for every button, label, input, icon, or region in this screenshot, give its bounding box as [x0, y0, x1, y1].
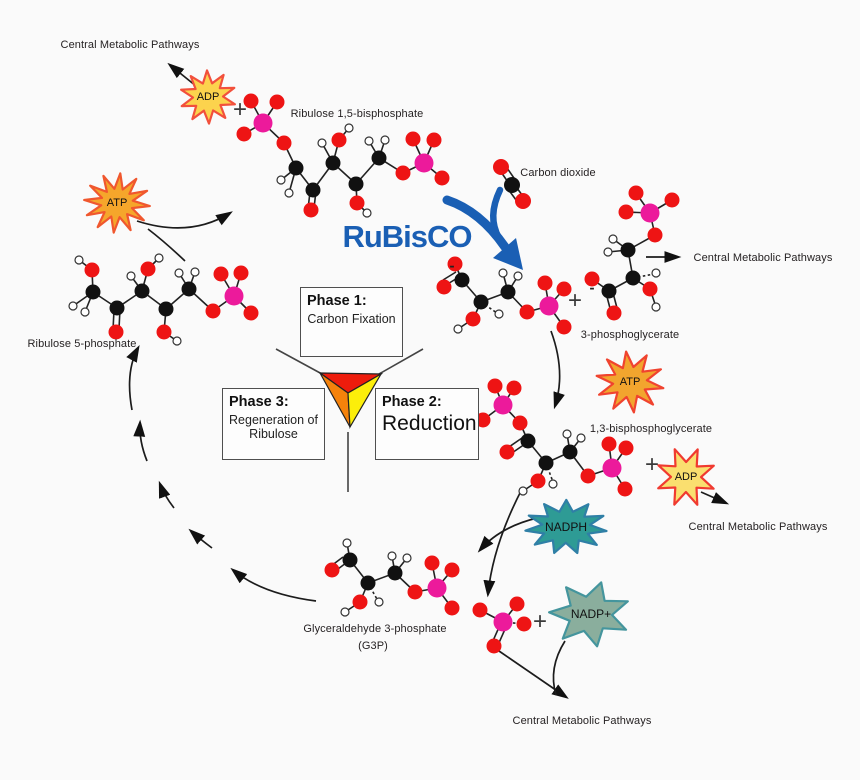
phase1-subtitle: Carbon Fixation [307, 312, 396, 326]
minus-charge-right: - [589, 279, 595, 297]
molecule-ribulose-5-phosphate [68, 253, 259, 346]
arrow-adp-to-cmp-topleft [167, 62, 197, 87]
funnel [275, 348, 424, 492]
nadph-starburst [524, 498, 608, 555]
phase2-subtitle: Reduction [382, 412, 477, 435]
label-central-metabolic-pathways-topleft: Central Metabolic Pathways [60, 39, 200, 51]
adp-top-starburst [180, 69, 236, 125]
phase3-box: Phase 3: Regeneration of Ribulose [222, 388, 325, 460]
minus-charge-left: - [449, 257, 455, 275]
label-g3p-line2: (G3P) [358, 640, 388, 652]
phase2-box: Phase 2: Reduction [375, 388, 479, 460]
atp-left-starburst [83, 172, 151, 234]
arrow-r5p-to-atp-tail [147, 228, 186, 262]
arrow-cycle-arc-4 [133, 419, 148, 462]
arrow-cycle-arc-2 [188, 528, 213, 549]
phase3-subtitle-line2: Ribulose [249, 427, 298, 441]
arrow-cycle-arc-3 [158, 480, 175, 509]
molecule-3-phosphoglycerate-right [584, 185, 680, 321]
adp-top-label: ADP [196, 91, 220, 103]
molecule-glyceraldehyde-3-phosphate [324, 538, 460, 617]
arrow-3pg-to-bpg [550, 330, 565, 410]
arrow-up-to-r5p [126, 345, 140, 411]
molecule-3-phosphoglycerate-left [436, 256, 572, 335]
molecule-13-bisphosphoglycerate [475, 378, 634, 497]
plus-sign-bpg-adp: + [644, 451, 660, 478]
molecule-ribulose-15-bisphosphate [236, 93, 450, 218]
rubisco-arrow [442, 186, 523, 270]
arrow-bpg-to-phosphate [483, 488, 523, 598]
funnel-face-yellow [347, 372, 383, 430]
adp-right-label: ADP [674, 471, 698, 483]
label-central-metabolic-pathways-bottom: Central Metabolic Pathways [512, 715, 652, 727]
label-13-bisphosphoglycerate: 1,3-bisphosphoglycerate [589, 423, 713, 435]
label-central-metabolic-pathways-right: Central Metabolic Pathways [693, 252, 833, 264]
plus-sign-3pg-pair: + [567, 287, 583, 314]
arrow-atp-to-rubp [136, 211, 233, 229]
arrow-adp-to-cmp-mid [700, 491, 730, 505]
phase1-title: Phase 1: [307, 293, 367, 309]
label-ribulose-15-bisphosphate: Ribulose 1,5-bisphosphate [290, 108, 424, 120]
plus-sign-pi-nadp: + [532, 608, 548, 635]
curve-nadp-to-cmp-bottom [552, 640, 566, 696]
phase1-box: Phase 1: Carbon Fixation [300, 287, 403, 357]
label-rubisco-enzyme: RuBisCO [342, 219, 472, 254]
phase3-subtitle-line1: Regeneration of [229, 413, 318, 427]
label-carbon-dioxide: Carbon dioxide [520, 167, 596, 179]
phase2-title: Phase 2: [382, 394, 442, 410]
nadp-plus-starburst [547, 581, 629, 648]
plus-sign-adp-rubp: + [232, 96, 248, 123]
atp-right-label: ATP [619, 376, 641, 388]
arrow-nadph-to-g3p [477, 517, 538, 553]
atp-left-label: ATP [106, 197, 128, 209]
nadph-label: NADPH [544, 520, 588, 534]
label-g3p-line1: Glyceraldehyde 3-phosphate [303, 623, 447, 635]
atp-right-starburst [595, 350, 665, 414]
label-ribulose-5-phosphate: Ribulose 5-phosphate [27, 338, 137, 350]
molecule-carbon-dioxide [493, 159, 531, 209]
molecule-inorganic-phosphate [472, 596, 532, 654]
label-3-phosphoglycerate: 3-phosphoglycerate [580, 329, 680, 341]
label-central-metabolic-pathways-mid: Central Metabolic Pathways [688, 521, 828, 533]
adp-right-starburst [657, 448, 715, 506]
phase3-title: Phase 3: [229, 394, 289, 410]
arrow-cycle-arc-1 [230, 567, 317, 602]
nadp-plus-label: NADP+ [570, 607, 612, 621]
